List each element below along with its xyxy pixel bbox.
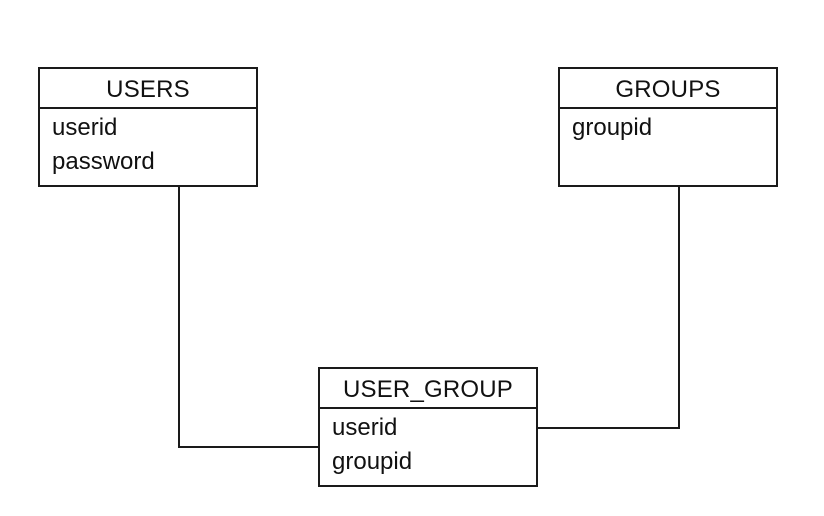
- entity-title: USER_GROUP: [320, 369, 536, 409]
- entity-field: password: [52, 148, 155, 175]
- entity-groups[interactable]: GROUPS groupid: [558, 67, 778, 187]
- entity-field-list: groupid: [560, 109, 776, 145]
- entity-field: userid: [52, 114, 118, 141]
- entity-field: userid: [332, 414, 398, 441]
- connector-groups-to-user-group: [538, 187, 680, 429]
- entity-field: groupid: [572, 114, 653, 141]
- entity-field: groupid: [332, 448, 413, 475]
- entity-field-list: userid password: [40, 109, 256, 179]
- entity-title: USERS: [40, 69, 256, 109]
- connector-users-to-user-group: [178, 187, 318, 448]
- entity-field-list: userid groupid: [320, 409, 536, 479]
- entity-users[interactable]: USERS userid password: [38, 67, 258, 187]
- entity-user-group[interactable]: USER_GROUP userid groupid: [318, 367, 538, 487]
- entity-title: GROUPS: [560, 69, 776, 109]
